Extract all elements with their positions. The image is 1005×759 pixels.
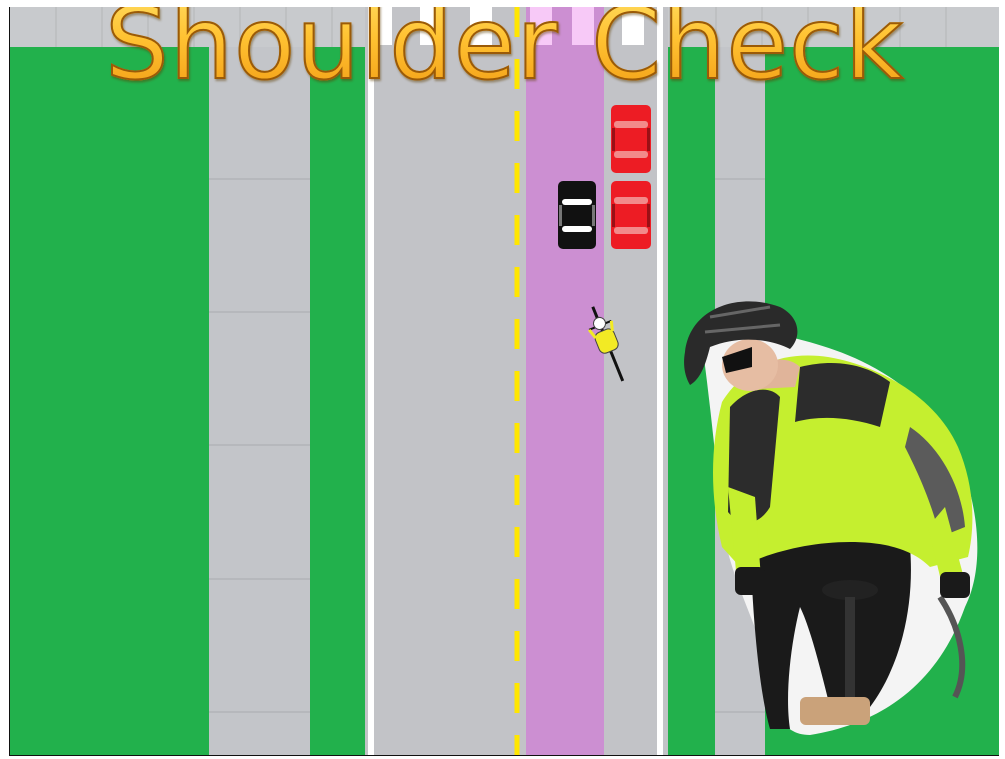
- red-car-rear: [611, 181, 651, 249]
- red-car-front: [611, 105, 651, 173]
- edge-line-right: [657, 7, 663, 755]
- black-car: [558, 181, 596, 249]
- page-title: Shoulder Check: [10, 7, 999, 102]
- sidewalk-left: [209, 47, 310, 755]
- edge-line-left: [368, 7, 374, 755]
- bike-lane: [526, 7, 604, 755]
- road-map: [10, 7, 999, 755]
- road-scene: Shoulder Check: [9, 7, 999, 756]
